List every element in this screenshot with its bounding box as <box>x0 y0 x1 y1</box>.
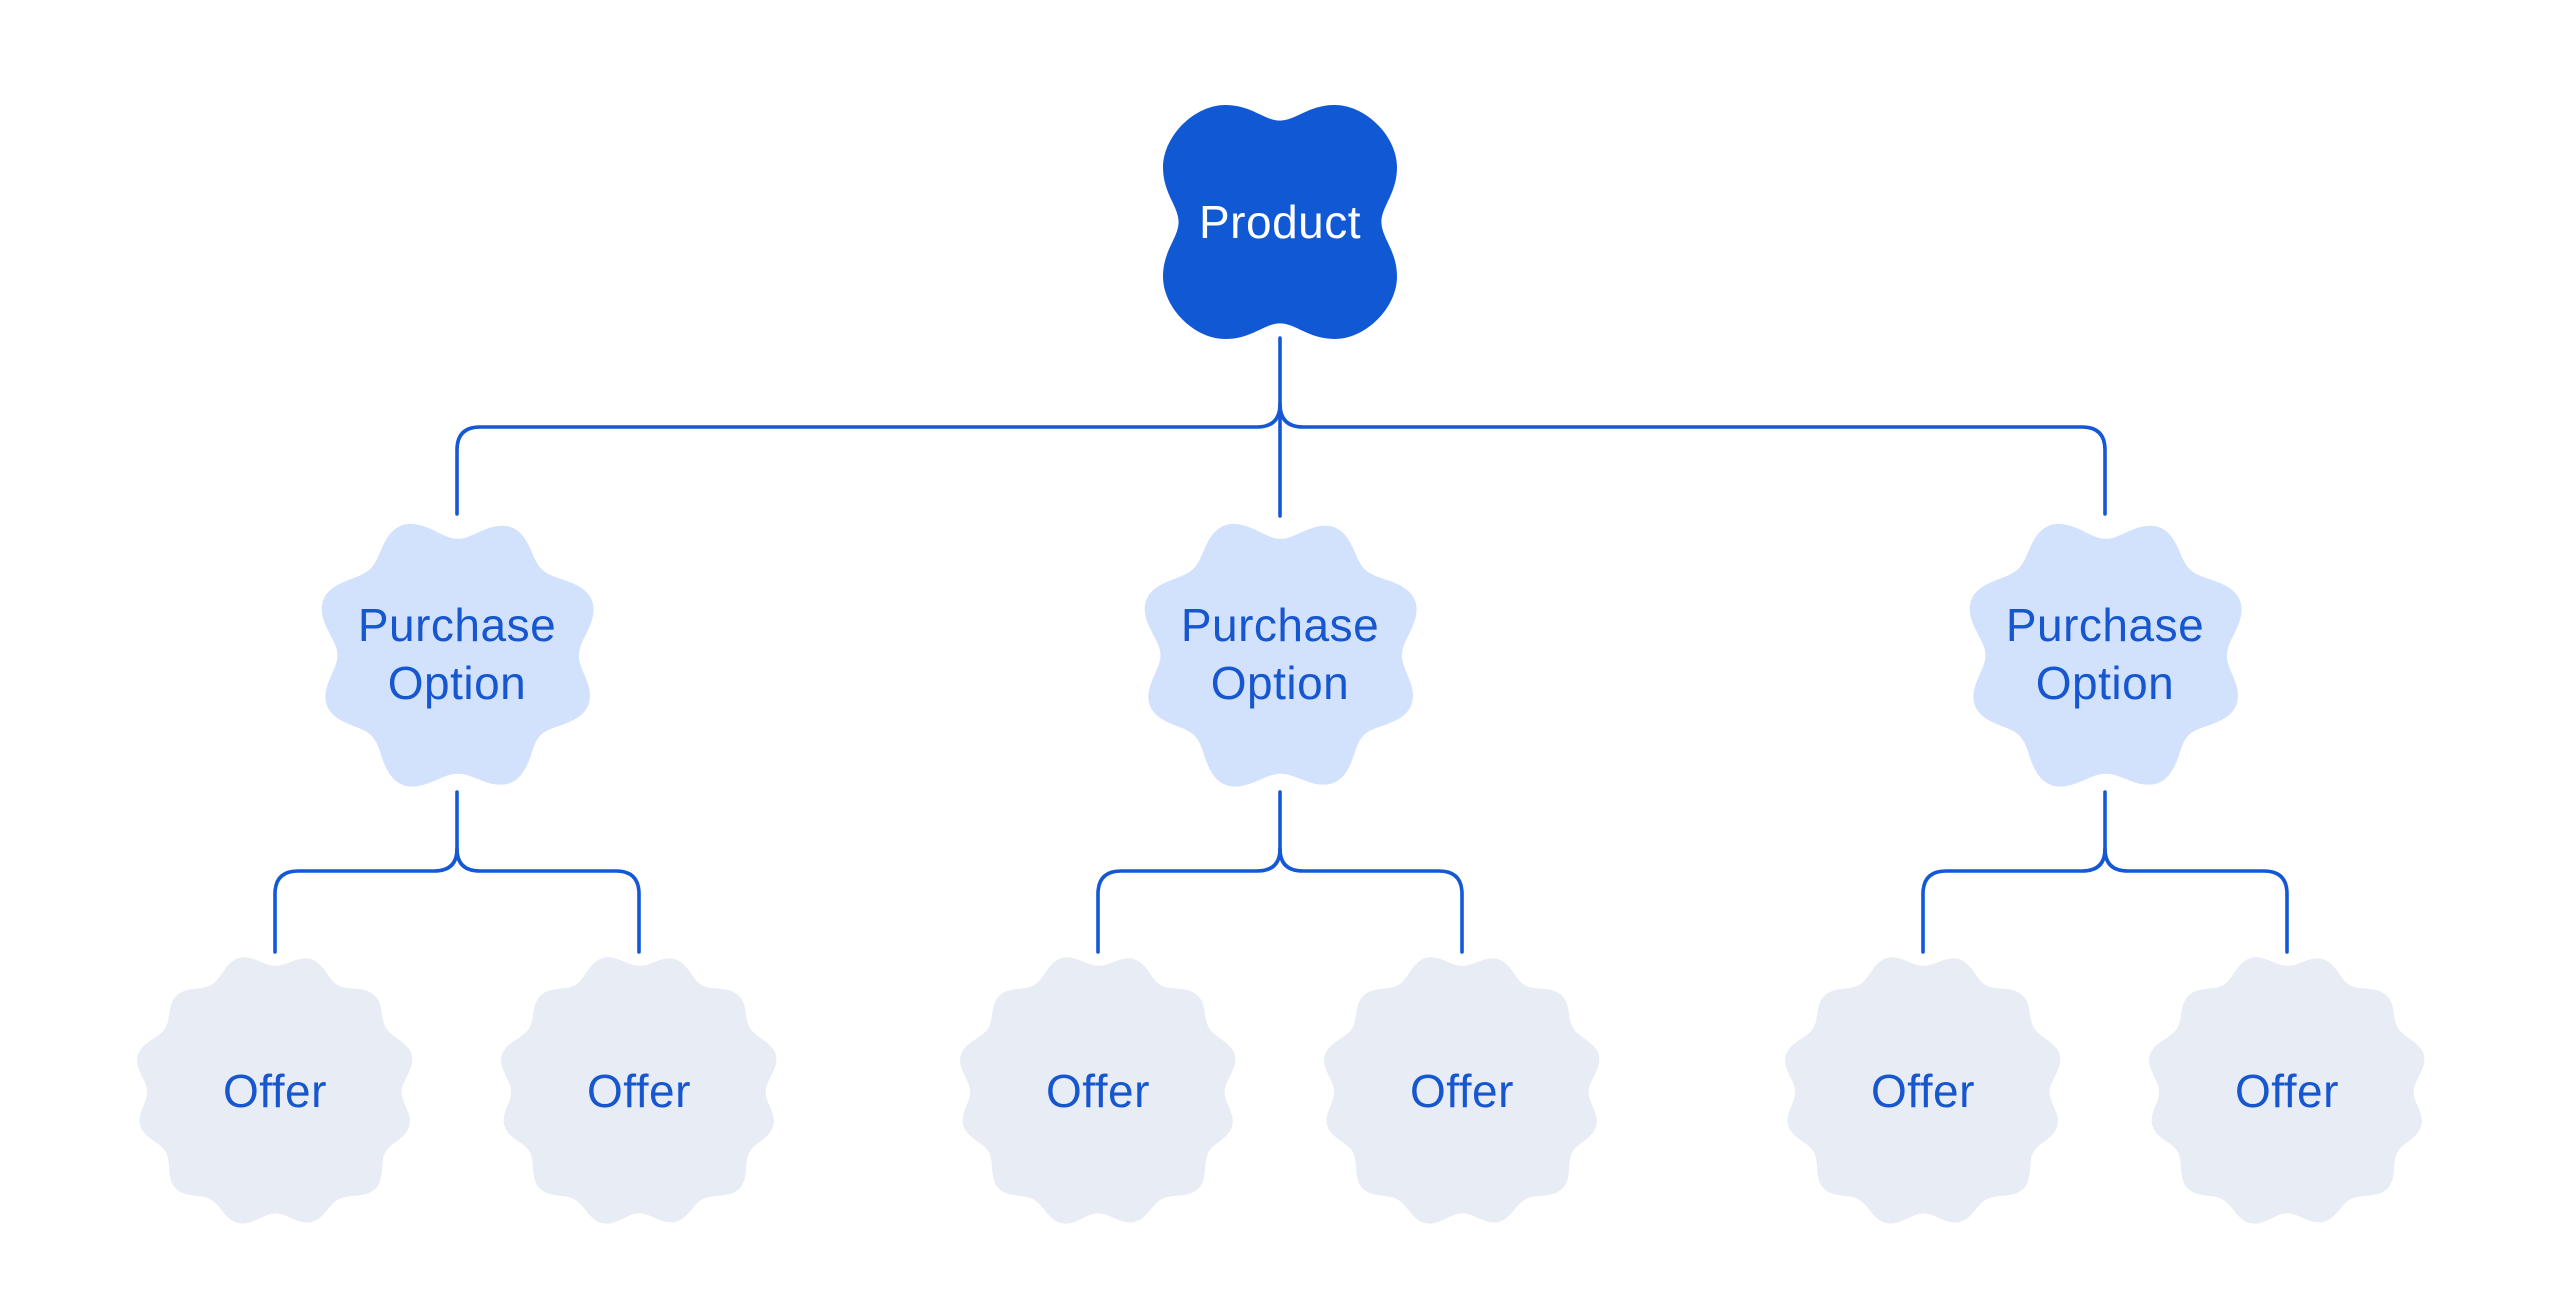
connector-po3-left <box>1921 847 2107 954</box>
purchase-option-blob-shape <box>1144 523 1417 787</box>
product-node: Product <box>1150 92 1410 352</box>
product-blob-shape <box>1163 105 1397 339</box>
connector-po1-right <box>455 847 641 954</box>
offer-blob-shape <box>1785 957 2061 1224</box>
offer-node-3: Offer <box>954 951 1242 1231</box>
connector-po2-right <box>1278 847 1464 954</box>
purchase-option-node-1: Purchase Option <box>312 513 602 795</box>
offer-node-4: Offer <box>1318 951 1606 1231</box>
connector-po3-right <box>2103 847 2289 954</box>
offer-label: Offer <box>2235 1065 2339 1117</box>
offer-blob-shape <box>960 957 1236 1224</box>
offer-label: Offer <box>1410 1065 1514 1117</box>
offer-blob-shape <box>137 957 413 1224</box>
offer-node-6: Offer <box>2143 951 2431 1231</box>
offer-blob-shape <box>1324 957 1600 1224</box>
connector-po2-left <box>1096 847 1282 954</box>
purchase-option-blob-shape <box>1969 523 2242 787</box>
connector-main-left <box>455 402 1282 516</box>
purchase-option-blob-shape <box>321 523 594 787</box>
product-label: Product <box>1198 196 1362 248</box>
purchase-option-label: Purchase Option <box>1180 599 1380 709</box>
offer-blob-shape <box>2149 957 2425 1224</box>
offer-node-2: Offer <box>495 951 783 1231</box>
purchase-option-node-3: Purchase Option <box>1960 513 2250 795</box>
offer-label: Offer <box>1871 1065 1975 1117</box>
offer-label: Offer <box>587 1065 691 1117</box>
purchase-option-label: Purchase Option <box>2005 599 2205 709</box>
purchase-option-label: Purchase Option <box>357 599 557 709</box>
offer-label: Offer <box>1046 1065 1150 1117</box>
offer-label: Offer <box>223 1065 327 1117</box>
purchase-option-node-2: Purchase Option <box>1135 513 1425 795</box>
offer-node-1: Offer <box>131 951 419 1231</box>
connector-main-right <box>1278 402 2107 516</box>
offer-blob-shape <box>501 957 777 1224</box>
offer-node-5: Offer <box>1779 951 2067 1231</box>
connector-po1-left <box>273 847 459 954</box>
